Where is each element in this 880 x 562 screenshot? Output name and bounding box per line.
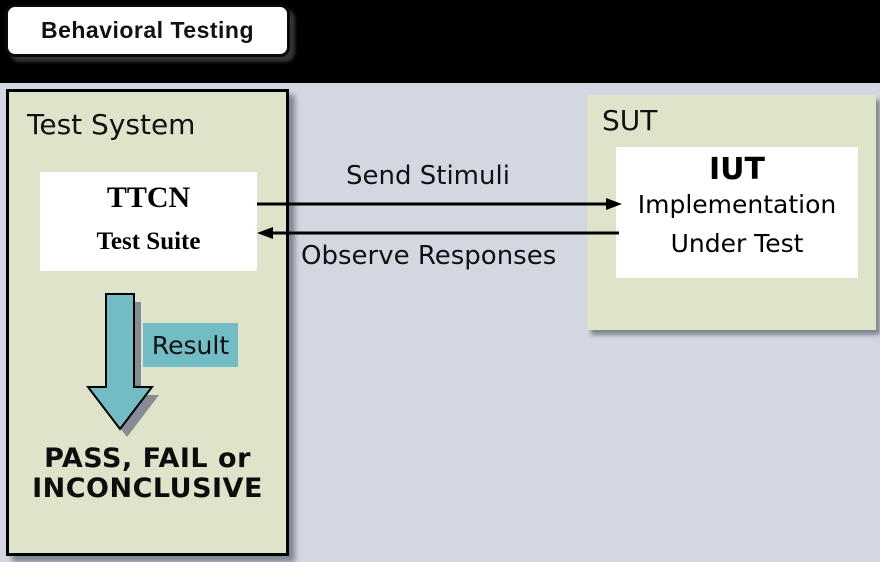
sut-panel: SUT IUT Implementation Under Test: [587, 95, 876, 330]
verdict-text: PASS, FAIL or INCONCLUSIVE: [9, 443, 286, 505]
iut-box: IUT Implementation Under Test: [616, 147, 858, 278]
iut-subtitle-2: Under Test: [670, 229, 804, 258]
ttcn-title: TTCN: [106, 181, 191, 214]
test-system-label: Test System: [27, 108, 196, 141]
verdict-line-2: INCONCLUSIVE: [32, 473, 263, 505]
observe-responses-arrow-icon: [257, 227, 619, 239]
slide-title-box: Behavioral Testing: [5, 4, 290, 57]
ttcn-subtitle: Test Suite: [96, 228, 201, 255]
result-label: Result: [151, 330, 230, 360]
test-system-panel: Test System TTCN Test Suite Result PASS,…: [6, 89, 289, 556]
ttcn-test-suite-box: TTCN Test Suite: [40, 172, 257, 271]
message-arrows: [257, 198, 622, 239]
iut-subtitle-1: Implementation: [637, 190, 837, 219]
result-arrow-icon: [85, 293, 159, 437]
slide-title: Behavioral Testing: [40, 17, 255, 43]
observe-responses-label: Observe Responses: [301, 241, 557, 271]
sut-label: SUT: [602, 104, 658, 137]
verdict-line-1: PASS, FAIL or: [44, 443, 251, 474]
iut-title: IUT: [709, 152, 765, 187]
result-badge: Result: [143, 323, 238, 367]
send-stimuli-arrow-icon: [257, 198, 622, 210]
send-stimuli-label: Send Stimuli: [346, 161, 510, 191]
